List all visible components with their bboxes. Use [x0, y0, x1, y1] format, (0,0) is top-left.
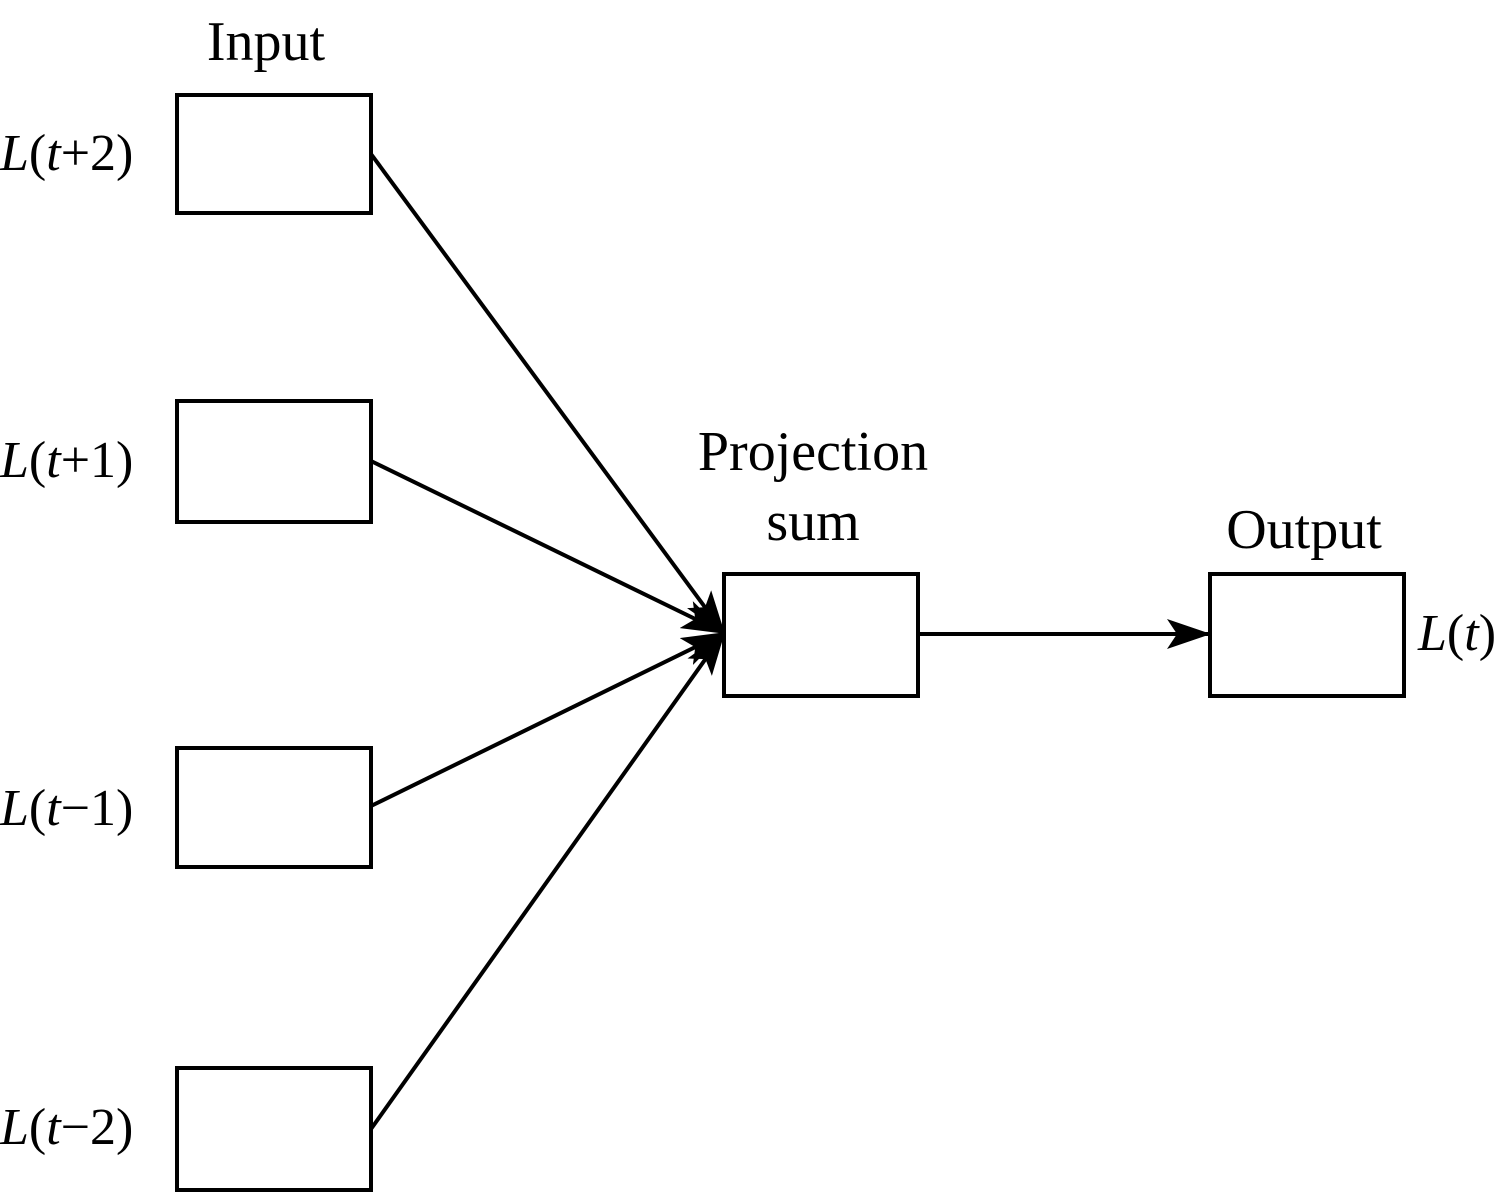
- projection-title-line2: sum: [766, 491, 859, 553]
- output-title: Output: [1226, 499, 1382, 561]
- output-label: L(t): [1417, 605, 1496, 662]
- input-box-t-plus-1: [175, 399, 373, 524]
- input-box-t-plus-2: [175, 93, 373, 215]
- edge-t-minus-1-to-projection: [370, 631, 726, 808]
- input-label-t-plus-1: L(t+1): [0, 432, 133, 489]
- projection-sum-box: [722, 572, 920, 698]
- input-title: Input: [207, 11, 326, 73]
- edge-t-minus-2-to-projection: [369, 631, 726, 1131]
- edge-t-plus-2-to-projection: [369, 152, 726, 635]
- input-label-t-minus-1: L(t−1): [0, 780, 133, 837]
- projection-title-line1: Projection: [698, 421, 928, 483]
- input-box-t-minus-2: [175, 1066, 373, 1192]
- edge-t-plus-1-to-projection: [370, 459, 726, 635]
- input-box-t-minus-1: [175, 746, 373, 869]
- input-label-t-plus-2: L(t+2): [0, 125, 133, 182]
- output-box: [1208, 572, 1406, 698]
- input-label-t-minus-2: L(t−2): [0, 1099, 133, 1156]
